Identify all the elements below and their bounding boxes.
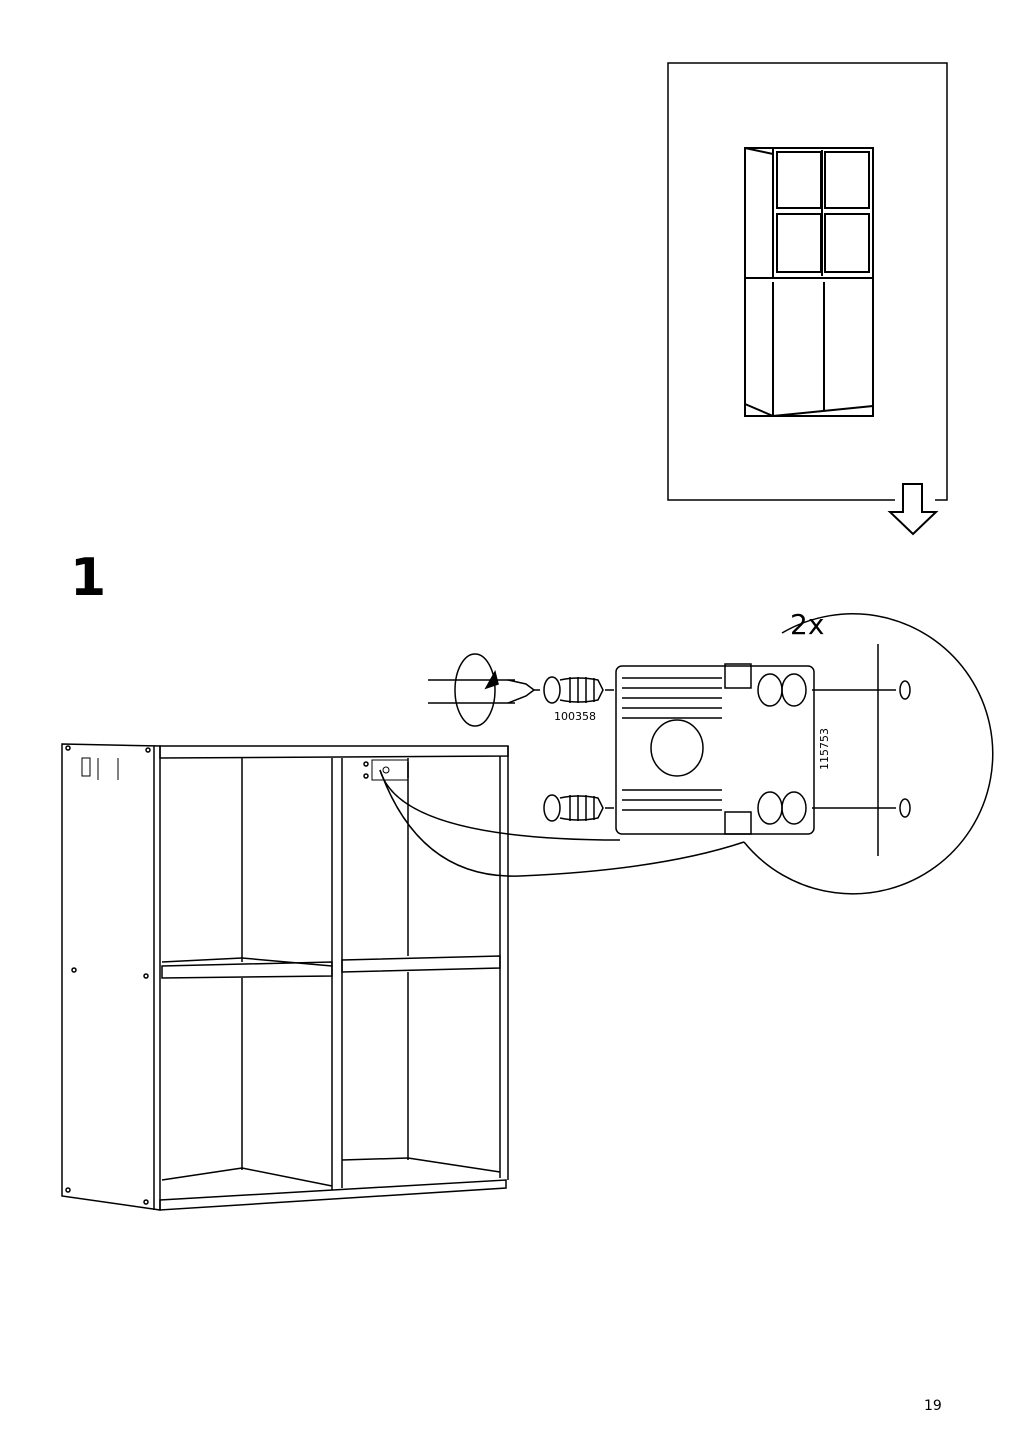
quantity-label: 2x [790, 608, 825, 641]
screw-icon [543, 676, 614, 822]
overview-box [667, 62, 948, 501]
down-arrow-icon [887, 483, 939, 536]
shelf-unit-icon [61, 743, 509, 1211]
magnifier-callout-icon [379, 613, 994, 895]
part-number-screw: 100358 [554, 710, 596, 723]
bracket-icon [615, 663, 896, 835]
part-number-bracket: 115753 [818, 728, 831, 770]
screwdriver-icon [428, 653, 540, 727]
overview-cabinet-icon [744, 147, 874, 417]
step-number: 1 [70, 548, 107, 608]
page-number: 19 [924, 1398, 942, 1414]
